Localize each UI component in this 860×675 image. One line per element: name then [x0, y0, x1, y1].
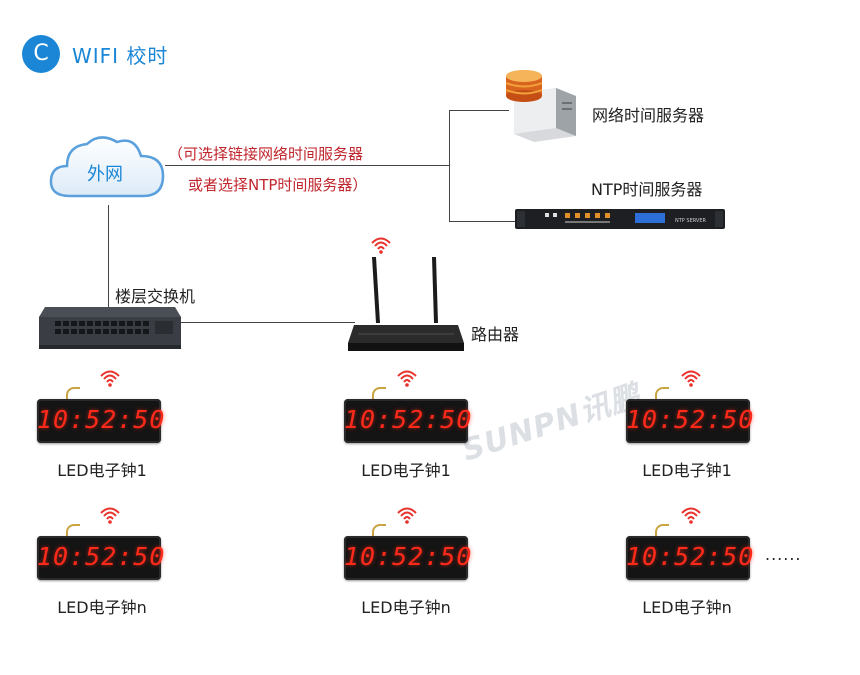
clock-time: 10:52:50: [37, 405, 166, 434]
clock-label: LED电子钟n: [361, 598, 451, 617]
network-time-server-icon: [505, 70, 576, 142]
clock-time: 10:52:50: [344, 542, 473, 571]
ellipsis: ......: [765, 545, 802, 564]
note-line-1: （可选择链接网络时间服务器: [168, 145, 364, 163]
connector-line: [449, 110, 450, 222]
floor-switch-label: 楼层交换机: [115, 287, 196, 306]
clock-wifi-icon: [681, 507, 701, 525]
network-time-server-label: 网络时间服务器: [592, 106, 705, 125]
ntp-server-label: NTP时间服务器: [591, 180, 703, 199]
section-title: WIFI 校时: [72, 44, 169, 68]
clock-wifi-icon: [397, 507, 417, 525]
connector-line: [449, 221, 519, 222]
led-clock: 10:52:50: [344, 399, 473, 443]
clock-time: 10:52:50: [626, 542, 755, 571]
connector-line: [108, 205, 109, 313]
cloud-label: 外网: [87, 164, 123, 185]
clock-wifi-icon: [397, 370, 417, 388]
router-label: 路由器: [471, 325, 520, 344]
clock-label: LED电子钟1: [642, 461, 732, 480]
led-clock: 10:52:50: [626, 399, 755, 443]
ntp-server-rack-icon: NTP SERVER: [515, 209, 725, 229]
clock-label: LED电子钟n: [642, 598, 732, 617]
connector-line: [449, 110, 509, 111]
router-wifi-icon: [371, 237, 391, 255]
connector-line: [165, 165, 450, 166]
clock-antenna: [372, 524, 386, 538]
floor-switch-icon: [39, 307, 181, 349]
clock-antenna: [655, 524, 669, 538]
clock-label: LED电子钟n: [57, 598, 147, 617]
watermark: SUNPN讯鹏: [458, 378, 646, 469]
clock-time: 10:52:50: [344, 405, 473, 434]
led-clock: 10:52:50: [344, 536, 473, 580]
ntp-device-text: NTP SERVER: [675, 218, 707, 224]
clock-label: LED电子钟1: [361, 461, 451, 480]
clock-wifi-icon: [100, 507, 120, 525]
note-line-2: 或者选择NTP时间服务器）: [188, 176, 368, 194]
connector-line: [180, 322, 355, 323]
clock-wifi-icon: [681, 370, 701, 388]
clock-wifi-icon: [100, 370, 120, 388]
clock-antenna: [66, 387, 80, 401]
clock-antenna: [655, 387, 669, 401]
clock-antenna: [66, 524, 80, 538]
led-clock: 10:52:50: [37, 536, 166, 580]
clock-time: 10:52:50: [626, 405, 755, 434]
clock-time: 10:52:50: [37, 542, 166, 571]
led-clock: 10:52:50: [626, 536, 755, 580]
section-badge: C: [22, 35, 60, 73]
router-icon: [348, 257, 464, 351]
led-clock: 10:52:50: [37, 399, 166, 443]
clock-label: LED电子钟1: [57, 461, 147, 480]
internet-cloud-icon: [49, 136, 165, 198]
clock-antenna: [372, 387, 386, 401]
